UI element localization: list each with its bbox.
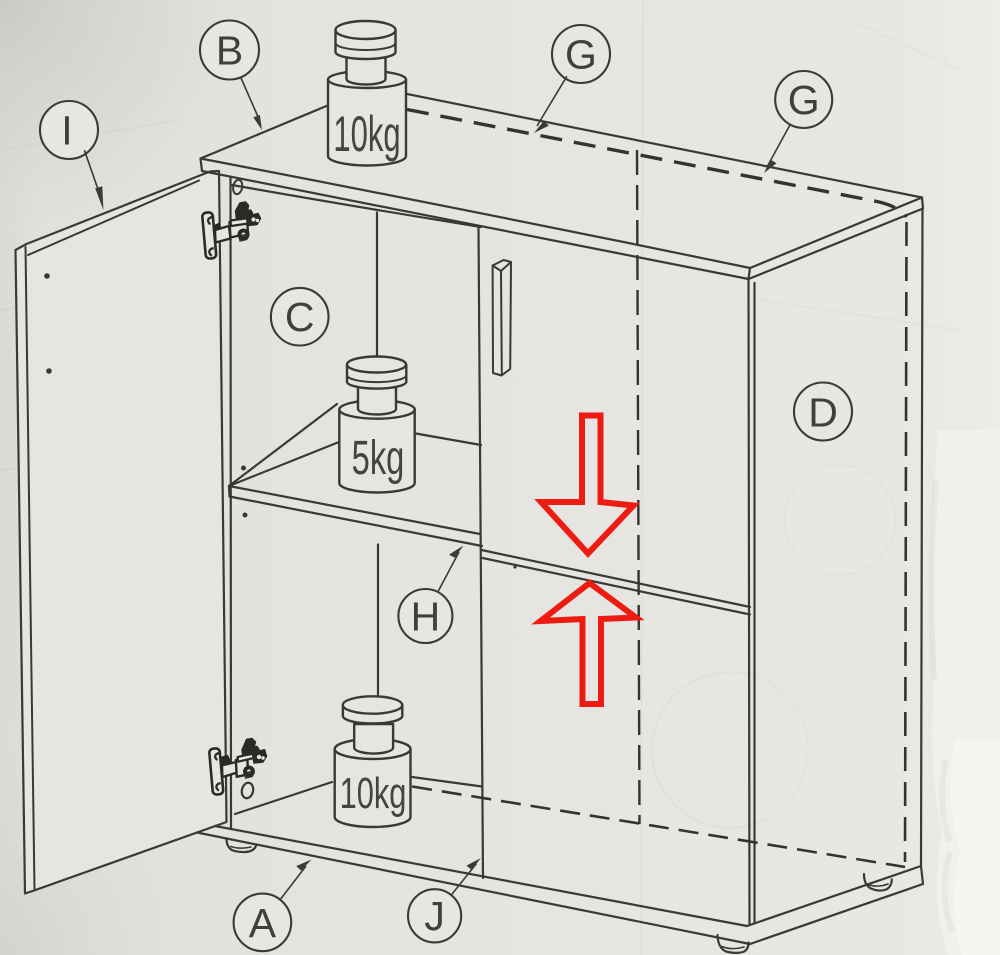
svg-text:B: B xyxy=(216,28,243,74)
svg-text:J: J xyxy=(424,893,445,939)
svg-text:10kg: 10kg xyxy=(340,770,407,819)
svg-text:G: G xyxy=(788,77,820,123)
svg-text:G: G xyxy=(565,32,597,78)
svg-text:5kg: 5kg xyxy=(352,431,405,485)
svg-text:D: D xyxy=(808,390,838,436)
svg-text:10kg: 10kg xyxy=(333,105,400,161)
svg-text:C: C xyxy=(285,294,315,340)
svg-text:I: I xyxy=(61,108,72,154)
svg-text:A: A xyxy=(249,900,277,946)
svg-text:H: H xyxy=(411,594,441,640)
